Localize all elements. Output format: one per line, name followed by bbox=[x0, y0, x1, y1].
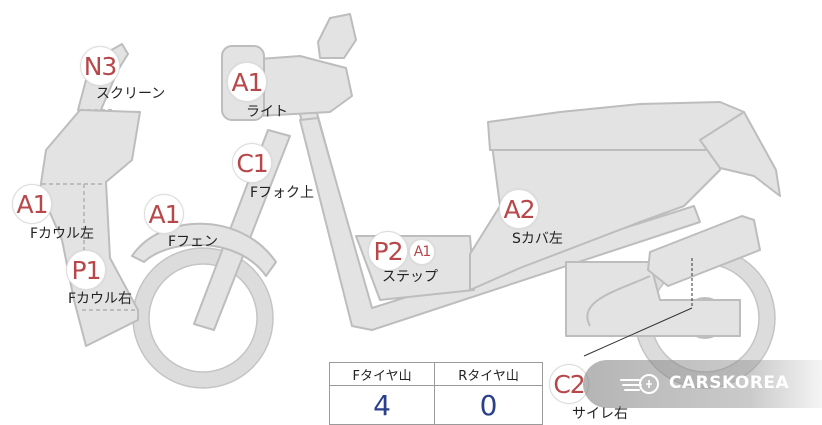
part-label-cowl-left: Fカウル左 bbox=[30, 226, 95, 242]
tail-shape bbox=[699, 111, 781, 197]
carskorea-logo-icon bbox=[620, 374, 659, 394]
part-code-light: A1 bbox=[227, 62, 267, 102]
part-label-screen: スクリーン bbox=[96, 86, 166, 102]
part-code-muffler-right: C2 bbox=[549, 364, 589, 404]
part-label-fork-upper: Fフォク上 bbox=[250, 185, 315, 201]
part-label-step: ステップ bbox=[382, 269, 438, 285]
part-label-s-cover-left: Sカバ左 bbox=[512, 231, 563, 247]
carskorea-watermark: CARSKOREA bbox=[583, 360, 822, 408]
part-code-cowl-right: P1 bbox=[66, 250, 106, 290]
part-code-step: P2 bbox=[368, 231, 408, 271]
exhaust-pipe-shape bbox=[586, 275, 651, 327]
front-tire-value: 4 bbox=[328, 385, 436, 425]
front-tire-header: Fタイヤ山 bbox=[328, 362, 436, 386]
part-code-s-cover-left: A2 bbox=[499, 189, 539, 229]
part-label-front-fender: Fフェン bbox=[168, 234, 219, 250]
muffler-shape bbox=[647, 215, 761, 287]
part-label-muffler-right: サイレ右 bbox=[572, 406, 628, 422]
tire-tread-table: Fタイヤ山 Rタイヤ山 4 0 bbox=[328, 362, 543, 425]
part-code-screen: N3 bbox=[80, 46, 120, 86]
part-code-fork-upper: C1 bbox=[232, 143, 272, 183]
frame-shape bbox=[299, 117, 701, 331]
part-label-light: ライト bbox=[246, 104, 288, 120]
part-code-cowl-left: A1 bbox=[12, 184, 52, 224]
part-code-step-secondary: A1 bbox=[409, 239, 435, 265]
front-wheel bbox=[132, 247, 274, 389]
part-label-cowl-right: Fカウル右 bbox=[68, 291, 133, 307]
watermark-text: CARSKOREA bbox=[669, 373, 790, 393]
rear-tire-header: Rタイヤ山 bbox=[434, 362, 543, 386]
mirror-shape bbox=[317, 13, 357, 59]
rear-tire-value: 0 bbox=[434, 385, 543, 425]
front-fork-shape bbox=[193, 129, 291, 331]
part-code-front-fender: A1 bbox=[144, 194, 184, 234]
